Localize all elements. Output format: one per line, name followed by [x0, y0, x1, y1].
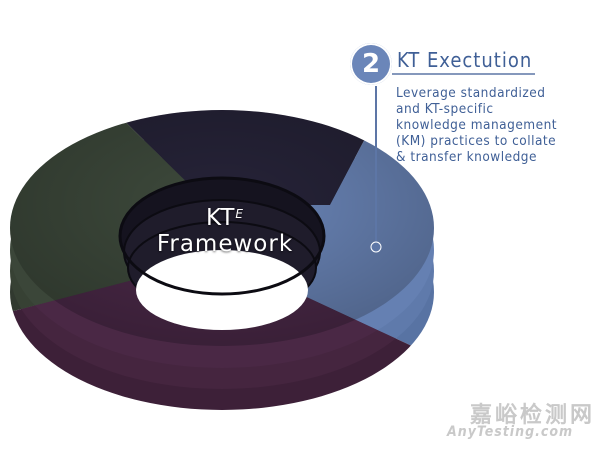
center-title-kt: KTE	[150, 205, 300, 231]
callout-title: KT Exectution	[397, 48, 533, 72]
callout-connector	[370, 73, 535, 253]
step-number-badge: 2	[350, 43, 392, 85]
callout-description: Leverage standardized and KT-specific kn…	[396, 85, 558, 165]
kt-text: KT	[206, 205, 236, 231]
watermark-chinese: 嘉峪检测网	[470, 403, 596, 428]
watermark-english: AnyTesting.com	[447, 424, 574, 440]
center-title-framework: Framework	[156, 231, 294, 257]
kt-superscript: E	[235, 207, 244, 221]
ring-center-hole	[118, 176, 326, 330]
